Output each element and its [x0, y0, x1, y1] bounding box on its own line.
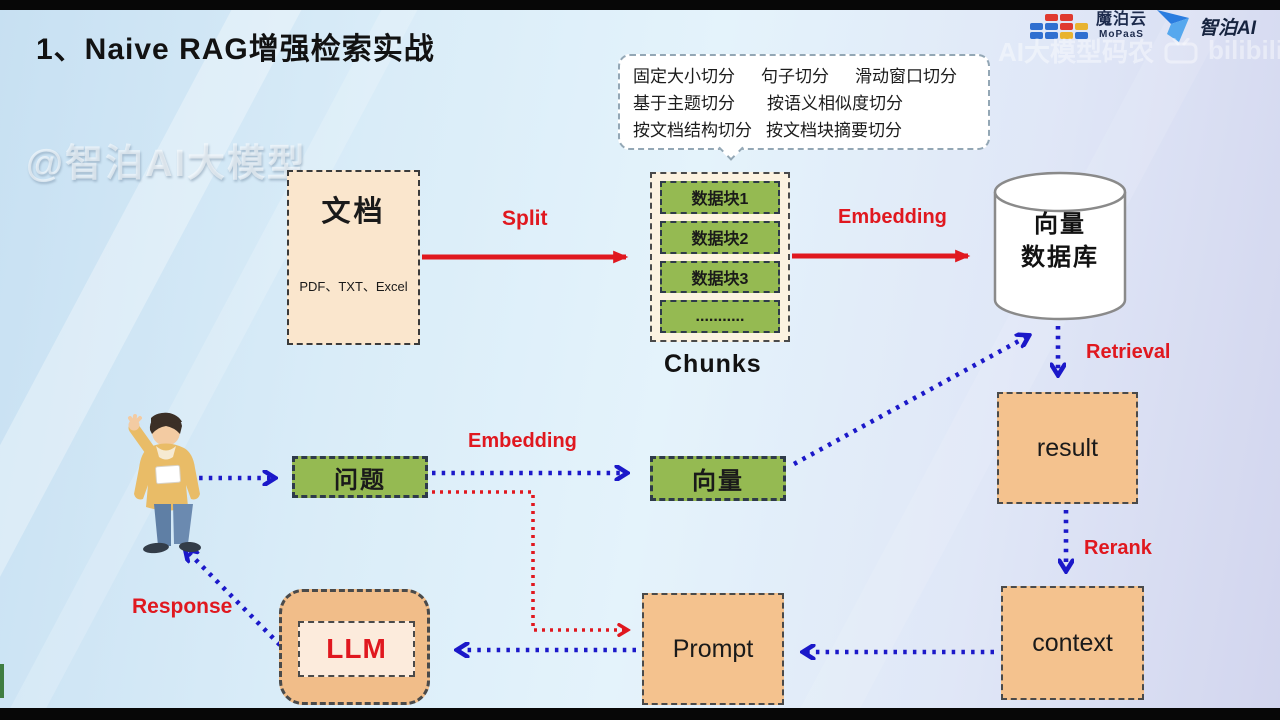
chunk-item: 数据块2	[660, 220, 780, 254]
chunk-item: 数据块1	[660, 181, 780, 214]
response-label: Response	[132, 595, 233, 618]
document-formats: PDF、TXT、Excel	[299, 279, 408, 294]
context-node: context	[1001, 586, 1144, 700]
llm-node: LLM	[279, 589, 430, 705]
watermark-channel: AI大模型码农 bilibili	[998, 35, 1280, 67]
question-node: 问题	[292, 456, 428, 498]
mopaas-logo-text: 魔泊云 MoPaaS	[1096, 11, 1148, 40]
rerank-label: Rerank	[1084, 537, 1152, 559]
page-title: 1、Naive RAG增强检索实战	[36, 33, 435, 66]
split-label: Split	[502, 207, 548, 230]
zhibo-swoosh-icon	[1157, 10, 1190, 42]
chunk-item: 数据块3	[660, 260, 780, 294]
llm-label: LLM	[298, 621, 415, 677]
result-node: result	[997, 392, 1138, 504]
embedding-mid-label: Embedding	[468, 430, 577, 452]
zhibo-ai-logo: 智泊AI	[1155, 8, 1256, 44]
vector-node: 向量	[650, 456, 786, 501]
question-to-prompt-arrow	[432, 490, 626, 630]
retrieval-label: Retrieval	[1086, 341, 1171, 363]
chunking-methods-callout: 固定大小切分 句子切分 滑动窗口切分 基于主题切分 按语义相似度切分 按文档结构…	[618, 54, 990, 161]
vector-database-node: 向量 数据库	[993, 170, 1127, 324]
vector-to-db-arrow	[792, 336, 1028, 467]
watermark-author: @智泊AI大模型	[26, 143, 308, 185]
document-node: 文档 PDF、TXT、Excel	[287, 170, 420, 345]
chunk-item: ...........	[660, 300, 780, 333]
document-title: 文档	[321, 196, 386, 228]
bilibili-icon	[1164, 37, 1198, 63]
mopaas-logo-icon	[1030, 13, 1088, 39]
database-cylinder-icon	[993, 171, 1127, 321]
prompt-node: Prompt	[642, 593, 784, 705]
embedding-top-label: Embedding	[838, 206, 947, 228]
chunks-label: Chunks	[664, 350, 762, 378]
bottom-letterbox-bar	[0, 708, 1280, 720]
brand-logos: 魔泊云 MoPaaS 智泊AI	[1030, 8, 1256, 44]
left-edge-sliver	[0, 664, 4, 698]
zhibo-logo-text: 智泊AI	[1199, 17, 1257, 39]
top-letterbox-bar	[0, 0, 1280, 10]
vector-database-label: 向量 数据库	[1021, 211, 1099, 271]
chunks-container: 数据块1 数据块2 数据块3 ...........	[650, 172, 790, 342]
user-illustration	[128, 412, 201, 554]
